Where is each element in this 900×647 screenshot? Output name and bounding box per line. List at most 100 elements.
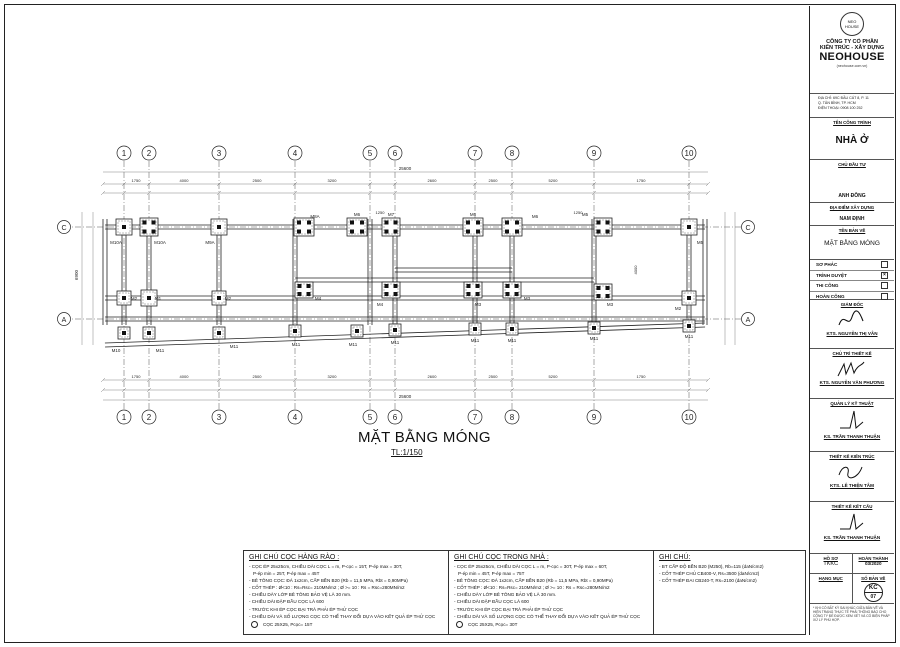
- pile-symbol-icon: [456, 621, 463, 629]
- grid-bubble: [362, 145, 378, 161]
- pile-marker: [605, 220, 610, 225]
- pile-cap-outline: [503, 219, 521, 235]
- grid-bubble-label: C: [61, 225, 66, 232]
- company-cell: NEO HOUSE CÔNG TY CỔ PHẦN KIẾN TRÚC - XÂ…: [810, 12, 894, 94]
- grid-bubble-label: 5: [368, 149, 373, 158]
- grid-bubble-label: 9: [592, 413, 597, 422]
- pile-marker: [466, 229, 470, 234]
- dimension-tick: [392, 377, 398, 383]
- note-line: - TRƯỚC KHI ÉP CỌC ĐẠI TRÀ PHẢI ÉP THỬ C…: [249, 606, 359, 612]
- pile-marker: [605, 229, 610, 234]
- dimension-tick: [121, 377, 127, 383]
- note-line: - CỐT THÉP : Ø<10 : Rs=Rsc= 210MN/m2 ; Ø…: [454, 585, 610, 591]
- footing-label: M11: [156, 348, 165, 353]
- pile-marker: [393, 328, 397, 332]
- pile-marker: [307, 229, 311, 234]
- pile-cap-outline: [142, 291, 156, 305]
- pile-cap-outline: [682, 220, 696, 234]
- pile-cap-outline: [290, 326, 300, 336]
- grid-bubble: [741, 220, 755, 234]
- grid-bubble: [387, 145, 403, 161]
- pile-cap-outline: [119, 328, 129, 338]
- pile-marker: [515, 229, 519, 234]
- note-line: - CHIỀU DÀI ĐẬP ĐẦU CỌC LÀ 600: [249, 599, 324, 605]
- grid-bubble-label: 7: [473, 413, 478, 422]
- footing-label: M11: [471, 338, 480, 343]
- dimension-text: 1750: [637, 374, 647, 379]
- grid-bubble: [467, 145, 483, 161]
- dimension-text: 1750: [132, 178, 142, 183]
- dimension-text: 2500: [489, 178, 499, 183]
- pile-marker: [307, 220, 311, 225]
- grid-bubble-label: 10: [685, 413, 694, 422]
- grid-bubble: [586, 409, 602, 425]
- owner-name: ANH ĐÔNG: [838, 193, 866, 199]
- footing-label: M11: [685, 334, 694, 339]
- pile-marker: [505, 284, 510, 288]
- signature-mark: [810, 356, 894, 380]
- company-logo: NEO HOUSE: [840, 12, 864, 36]
- dimension-tick: [292, 181, 298, 187]
- pile-marker: [355, 329, 359, 333]
- footing-label: M2: [225, 296, 232, 301]
- signature-mark: [810, 509, 894, 535]
- pile-marker: [687, 225, 691, 229]
- footing-label: M3: [524, 296, 531, 301]
- signature-mark: [810, 406, 894, 434]
- note-line: - CỐT THÉP ĐAI CB240-T, Rs=2100 (daN/cm2…: [659, 578, 757, 584]
- dimension-tick: [509, 190, 515, 196]
- dimension-tick: [146, 387, 152, 393]
- status-row: THI CÔNG: [810, 281, 894, 292]
- dimension-tick: [392, 190, 398, 196]
- house-notes-heading: GHI CHÚ CỌC TRONG NHÀ :: [454, 554, 549, 561]
- status-checkbox: [881, 292, 888, 300]
- grid-bubble: [287, 145, 303, 161]
- grid-bubble-label: 1: [122, 413, 127, 422]
- pile-marker: [475, 292, 480, 296]
- dimension-tick: [392, 387, 398, 393]
- footing-label: M2: [131, 296, 138, 301]
- status-checkbox: [881, 261, 888, 269]
- note-line: P-ép min = 45T, P-ép max = 75T: [458, 571, 525, 577]
- dimension-tick: [121, 181, 127, 187]
- pile-marker: [360, 229, 364, 234]
- dimension-tick: [146, 181, 152, 187]
- pile-marker: [687, 324, 691, 328]
- owner-label: CHỦ ĐẦU TƯ: [838, 162, 866, 167]
- grid-bubble-label: 9: [592, 149, 597, 158]
- dimension-tick: [591, 181, 597, 187]
- location-label: ĐỊA ĐIỂM XÂY DỰNG: [829, 205, 875, 210]
- pile-marker: [297, 220, 301, 225]
- plan-title: MẶT BẰNG MÓNG: [358, 429, 491, 446]
- pile-marker: [466, 284, 471, 288]
- pile-marker: [122, 331, 126, 335]
- status-row: HOÀN CÔNG: [810, 292, 894, 302]
- pile-cap-outline: [141, 219, 157, 235]
- pile-cap-outline: [118, 292, 130, 304]
- dimension-text: 2500: [253, 374, 263, 379]
- dimension-tick: [367, 387, 373, 393]
- dimension-tick: [509, 387, 515, 393]
- footing-label: M11: [590, 336, 599, 341]
- note-line: - CỐT THÉP : Ø<10 : Rs=Rsc= 210MN/m2 ; Ø…: [249, 585, 405, 591]
- grid-bubble: [586, 145, 602, 161]
- status-checkbox: [881, 282, 888, 290]
- dimension-text: 1750: [132, 374, 142, 379]
- signature-mark: [810, 459, 894, 483]
- pile-marker: [306, 292, 311, 296]
- completed-label: HOÀN THÀNH: [858, 556, 888, 561]
- pile-symbol-icon: [251, 621, 258, 629]
- footing-label: M2: [675, 306, 682, 311]
- sheet-name-cell: TÊN BẢN VẼ MẶT BẰNG MÓNG: [810, 226, 894, 260]
- grid-bubble: [504, 145, 520, 161]
- footing-label: M10A: [154, 240, 166, 245]
- pile-cap-outline: [507, 324, 517, 334]
- pile-marker: [596, 229, 601, 234]
- note-line: P-ép min = 25T, P-ép max = 45T: [253, 571, 320, 577]
- dimension-tick: [100, 190, 106, 196]
- note-line: - CHIỀU DÀI ĐẬP ĐẦU CỌC LÀ 600: [454, 599, 529, 605]
- grid-bubble-label: 2: [147, 149, 152, 158]
- footing-label: M11: [230, 344, 239, 349]
- pile-marker: [306, 284, 311, 288]
- grid-bubble: [681, 145, 697, 161]
